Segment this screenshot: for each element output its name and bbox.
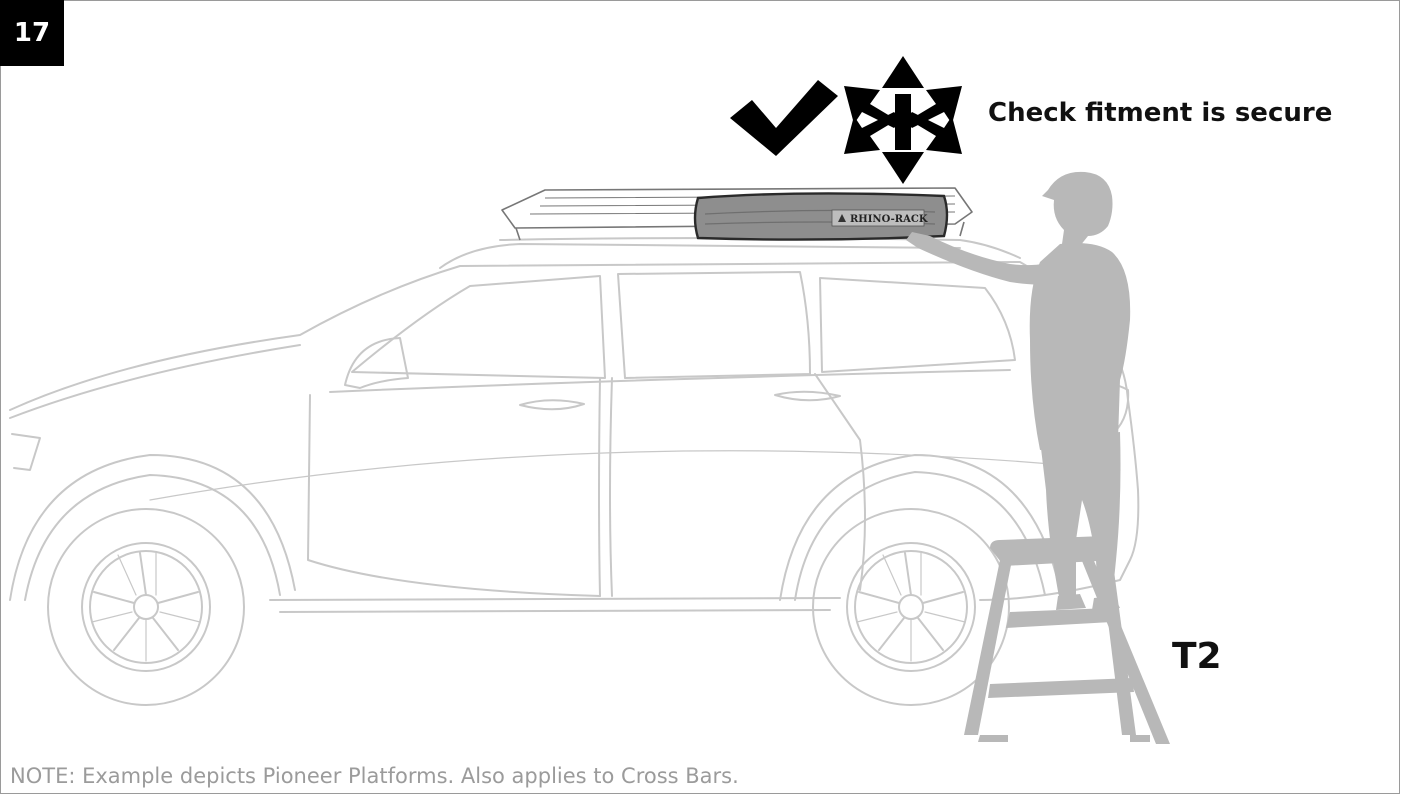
rhino-rack-bag: RHINO-RACK	[695, 193, 947, 239]
checkmark-icon	[730, 80, 838, 156]
brand-logo-text: RHINO-RACK	[850, 214, 928, 225]
multi-direction-arrows-icon	[844, 56, 962, 184]
suv-vehicle	[10, 238, 1138, 705]
instruction-text: Check fitment is secure	[988, 98, 1332, 128]
footnote-text: NOTE: Example depicts Pioneer Platforms.…	[10, 764, 739, 788]
step-number-badge: 17	[0, 0, 64, 66]
tool-label: T2	[1172, 636, 1222, 677]
